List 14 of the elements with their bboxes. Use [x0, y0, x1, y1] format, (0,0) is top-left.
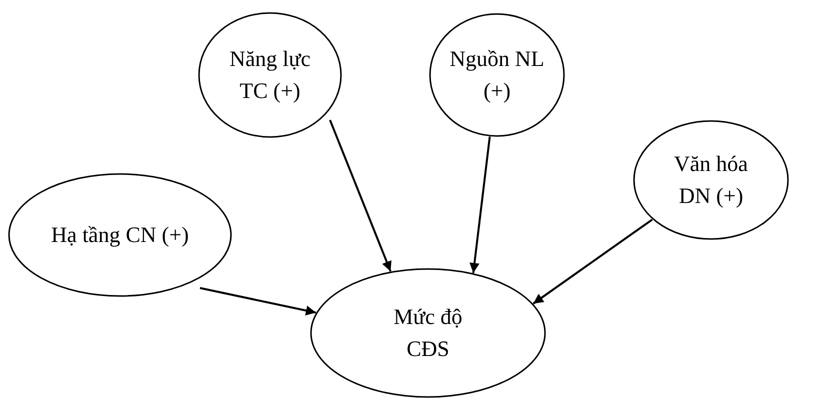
ellipse-node — [8, 173, 232, 297]
arrow — [470, 136, 491, 274]
ellipse-node — [198, 12, 342, 138]
arrow — [532, 218, 653, 304]
ellipse-node — [310, 268, 546, 398]
ellipse-node — [429, 13, 565, 137]
node-label: Nguồn NL (+) — [448, 45, 546, 105]
node-label: Hạ tầng CN (+) — [50, 221, 190, 249]
arrow — [200, 287, 316, 316]
arrow — [329, 120, 392, 272]
node-label: Mức độ CĐS — [392, 303, 464, 363]
ellipse-node — [633, 120, 789, 240]
node-label: Năng lực TC (+) — [228, 45, 312, 105]
node-label: Văn hóa DN (+) — [673, 150, 749, 210]
